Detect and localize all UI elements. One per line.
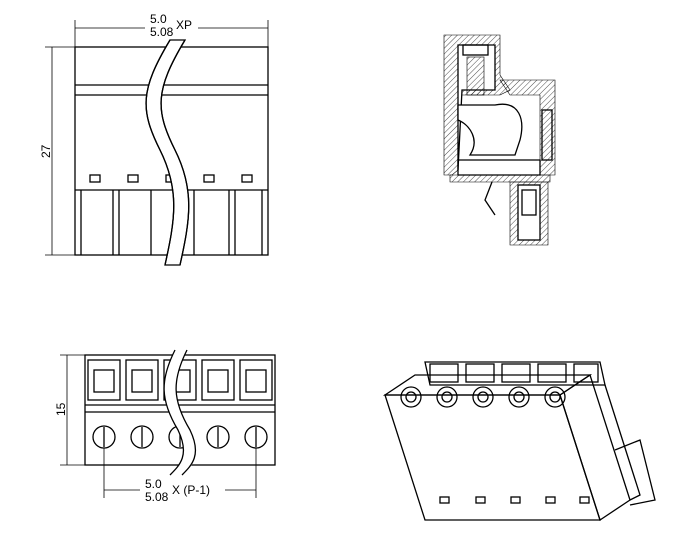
isometric-view [382, 361, 656, 522]
pitch-label-alt: 5.08 [150, 25, 174, 39]
pitch-label: 5.0 [145, 477, 162, 491]
wire-entries [87, 359, 273, 401]
bottom-view: 5.0 5.08 X (P-1) 15 [54, 349, 276, 504]
pitch-label-alt: 5.08 [145, 490, 169, 504]
section-view [443, 34, 556, 246]
pitch-suffix: X (P-1) [172, 483, 210, 497]
pitch-label: 5.0 [150, 12, 167, 26]
front-view: 5.0 5.08 XP 27 [39, 12, 269, 266]
pitch-suffix: XP [176, 18, 192, 32]
height-label: 15 [54, 402, 68, 416]
height-label: 27 [39, 144, 53, 158]
